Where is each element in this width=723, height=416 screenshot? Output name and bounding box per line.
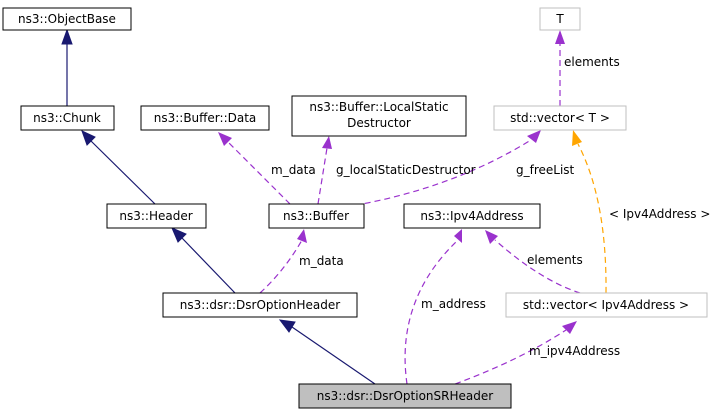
node-dsr-option-header[interactable]: ns3::dsr::DsrOptionHeader [162,292,358,318]
edge-label-elements-ipv4: elements [527,253,583,267]
arrowhead-template [572,130,582,146]
node-label: ns3::Header [119,209,192,223]
node-label: std::vector< T > [510,111,610,125]
arrowhead-chunk [81,130,96,146]
inheritance-edges [61,28,376,385]
arrowhead-ipv4-from-vector [485,230,498,244]
edge-vectoripv4-ipv4 [494,239,581,294]
edge-header-chunk [90,140,156,205]
usage-edges [227,44,581,385]
arrowhead-vectoripv4 [562,321,577,334]
edge-label-m-ipv4-address: m_ipv4Address [529,344,620,358]
edge-label-g-free-list: g_freeList [516,163,575,177]
arrowhead-header [171,227,187,243]
node-t[interactable]: T [539,7,581,31]
arrowhead-objectbase [61,28,73,45]
node-dsr-option-sr-header[interactable]: ns3::dsr::DsrOptionSRHeader [298,383,512,409]
arrowhead-lsd [322,136,332,149]
edge-label-m-data-buffer: m_data [271,163,316,177]
edge-label-elements-t: elements [564,55,620,69]
arrowhead-buffer [297,229,307,243]
edge-label-g-local-static-destructor: g_localStaticDestructor [336,163,476,177]
node-label: ns3::Buffer::Data [154,111,257,125]
node-object-base[interactable]: ns3::ObjectBase [2,7,132,31]
node-label-line-2: Destructor [347,116,411,130]
arrowhead-vector-t [527,130,541,143]
node-label: std::vector< Ipv4Address > [523,298,689,312]
node-vector-t[interactable]: std::vector< T > [493,105,627,131]
arrowhead-ipv4-from-sr [454,229,462,243]
node-label: T [555,12,564,26]
node-ipv4-address[interactable]: ns3::Ipv4Address [403,203,541,229]
node-chunk[interactable]: ns3::Chunk [20,105,115,131]
node-buffer-data[interactable]: ns3::Buffer::Data [140,105,270,131]
arrowhead-t [555,30,565,44]
edge-buffer-vector-t [344,139,532,208]
node-label: ns3::dsr::DsrOptionHeader [180,298,340,312]
node-label: ns3::ObjectBase [18,12,116,26]
edge-labels: elements m_data g_localStaticDestructor … [271,55,710,358]
node-label-line-1: ns3::Buffer::LocalStatic [309,100,448,114]
edge-buffer-lsd [317,147,328,205]
usage-arrowheads [218,30,577,334]
node-buffer[interactable]: ns3::Buffer [268,203,365,229]
edge-buffer-data [227,141,291,205]
edge-srheader-ipv4 [404,239,459,385]
edge-dsroption-header [181,237,236,294]
node-label: ns3::Buffer [283,209,349,223]
edge-srheader-dsroption [291,326,376,385]
node-label: ns3::dsr::DsrOptionSRHeader [317,389,493,403]
node-label: ns3::Ipv4Address [420,209,523,223]
edge-label-template-arg: < Ipv4Address > [609,207,710,221]
node-label: ns3::Chunk [33,111,101,125]
node-buffer-local-static-destructor[interactable]: ns3::Buffer::LocalStatic Destructor [291,95,467,137]
edge-label-m-data-header: m_data [299,254,344,268]
edge-label-m-address: m_address [421,297,486,311]
arrowhead-dsroption [278,319,296,333]
edge-srheader-vectoripv4 [454,329,567,385]
edge-vectoripv4-vector-t [577,143,607,294]
arrowhead-buffer-data [218,132,232,146]
node-header[interactable]: ns3::Header [106,203,207,229]
edge-dsroption-buffer [259,239,303,294]
template-edge [572,130,607,294]
node-vector-ipv4[interactable]: std::vector< Ipv4Address > [505,292,708,318]
